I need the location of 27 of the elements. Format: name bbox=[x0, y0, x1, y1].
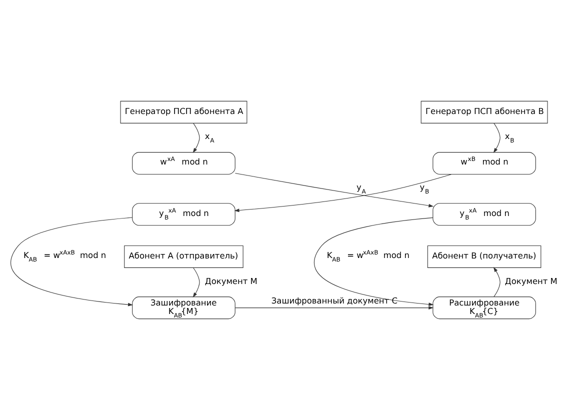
node-box: Расшифрование K$_{AB}${C} bbox=[432, 296, 536, 320]
node-box: Зашифрование K$_{AB}${M} bbox=[132, 296, 236, 320]
node-box: Абонент B (получатель) bbox=[427, 245, 542, 268]
node-box: w$^{xA}$ mod n bbox=[132, 152, 236, 175]
edge-label: Документ M bbox=[504, 276, 558, 286]
arrow bbox=[234, 306, 434, 310]
node-box: Абонент A (отправитель) bbox=[124, 245, 244, 268]
node-box: w$^{xB}$ mod n bbox=[432, 152, 536, 175]
node-box: Генератор ПСП абонента B bbox=[420, 100, 548, 124]
edge-label: x$_{A}$ bbox=[204, 131, 214, 145]
arrow bbox=[192, 267, 200, 298]
arrow bbox=[493, 122, 500, 153]
node-box: y$_{B}$$^{xA}$ mod n bbox=[432, 203, 536, 226]
edge-label: K$_{AB}$ = w$^{xAxB}$ mod n bbox=[326, 250, 410, 264]
arrow bbox=[10, 217, 133, 306]
edge-label: Документ M bbox=[204, 276, 258, 286]
arrow bbox=[192, 122, 200, 153]
edge-label: x$_{B}$ bbox=[504, 131, 514, 145]
edge-label: y$_{A}$ bbox=[356, 182, 366, 196]
arrow bbox=[234, 174, 452, 212]
node-box: Генератор ПСП абонента A bbox=[120, 100, 248, 124]
arrow bbox=[234, 173, 434, 208]
node-box: y$_{B}$$^{xA}$ mod n bbox=[132, 203, 236, 226]
arrow bbox=[493, 267, 500, 298]
arrow bbox=[314, 217, 434, 306]
edge-label: K$_{AB}$ = w$^{xAxB}$ mod n bbox=[24, 250, 106, 264]
edge-label: y$_{B}$ bbox=[420, 182, 430, 196]
